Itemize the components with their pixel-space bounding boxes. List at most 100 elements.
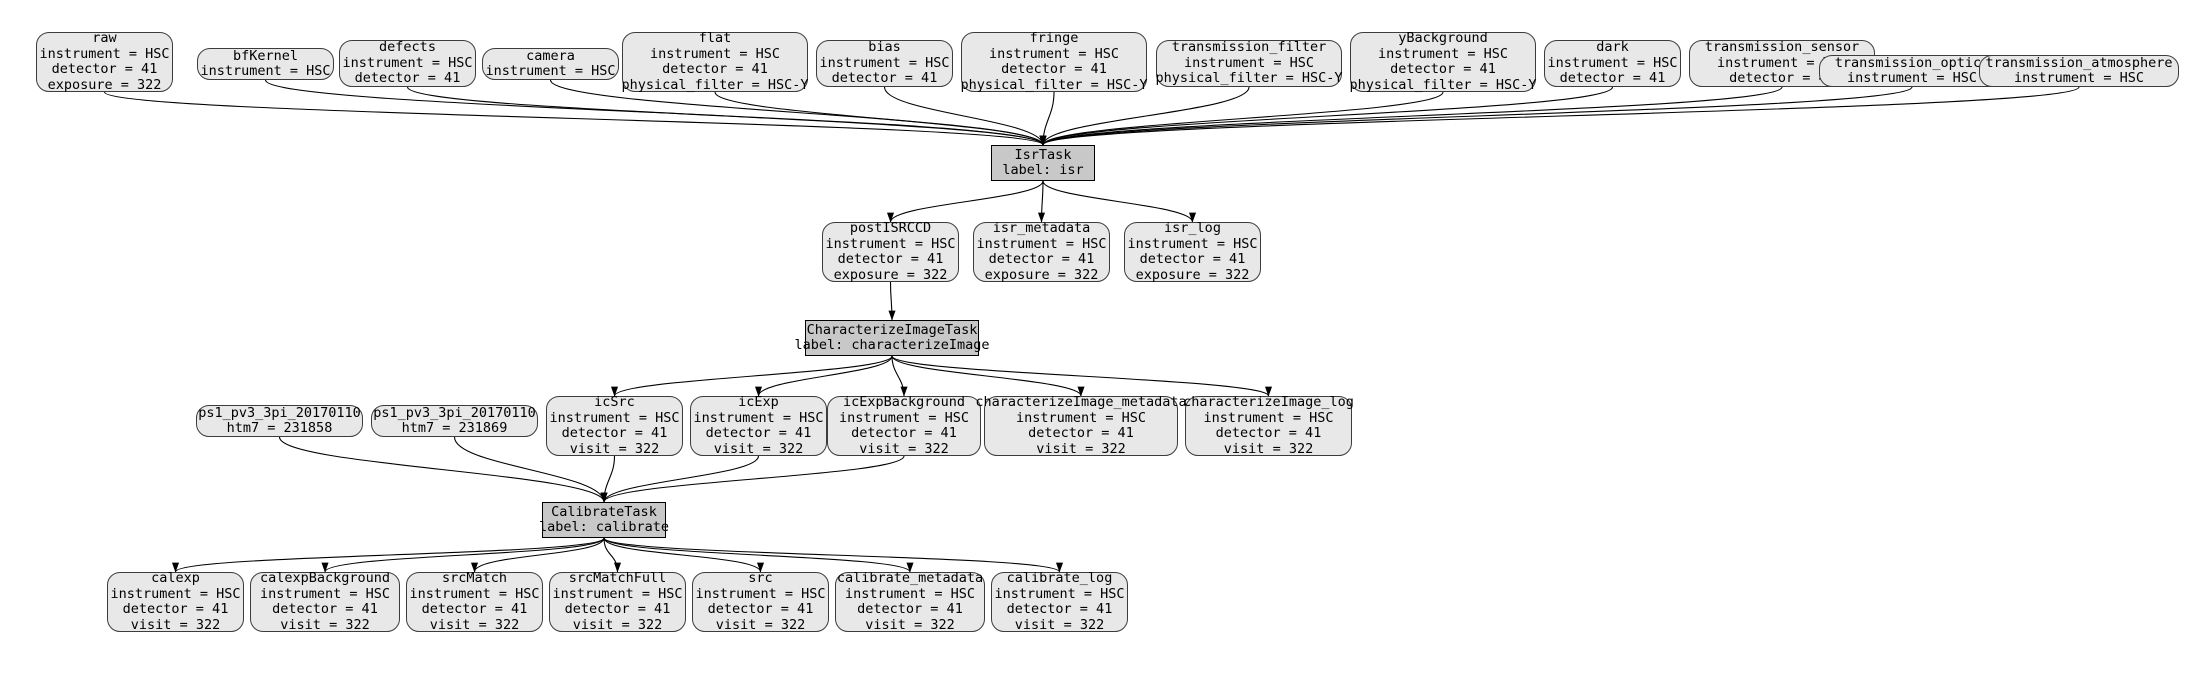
node-attr: exposure = 322 xyxy=(984,266,1099,283)
edge-CharacterizeImageTask-to-icSrc xyxy=(611,355,893,397)
node-attr: detector = 41 xyxy=(857,601,963,617)
node-attr: visit = 322 xyxy=(713,440,804,457)
node-attr: detector = 41 xyxy=(662,61,768,77)
edge-CalibrateTask-to-srcMatch xyxy=(471,537,605,573)
node-attr: instrument = HSC xyxy=(39,45,170,62)
edge-defects-to-IsrTask xyxy=(406,86,1047,146)
node-attr: visit = 322 xyxy=(429,616,520,633)
node-attr: detector = 41 xyxy=(272,601,378,617)
edge-fringe-to-IsrTask xyxy=(1039,91,1055,146)
node-title: CalibrateTask xyxy=(551,503,657,520)
node-title: calexp xyxy=(151,570,200,586)
edge-yBackground-to-IsrTask xyxy=(1039,91,1444,146)
node-attr: detector = 41 xyxy=(1215,425,1322,441)
node-attr: detector = 41 xyxy=(1006,601,1113,617)
node-attr: physical_filter = HSC-Y xyxy=(960,76,1148,93)
node-attr: instrument = HSC xyxy=(693,409,824,426)
node-attr: instrument = HSC xyxy=(1716,54,1848,71)
node-attr: visit = 322 xyxy=(569,440,660,457)
node-attr: instrument = HSC xyxy=(844,585,976,602)
node-title: ps1_pv3_3pi_20170110 xyxy=(373,404,536,421)
node-title: isr_metadata xyxy=(992,220,1091,236)
node-attr: instrument = HSC xyxy=(259,585,391,602)
edge-CalibrateTask-to-srcMatchFull xyxy=(603,537,622,573)
node-attr: detector = 41 xyxy=(988,251,1095,267)
node-attr: instrument = HSC xyxy=(695,585,826,602)
node-attr: visit = 322 xyxy=(865,616,955,633)
node-title: transmission_sensor xyxy=(1704,39,1860,56)
node-title: icExp xyxy=(738,394,779,410)
node-title: ps1_pv3_3pi_20170110 xyxy=(198,404,361,421)
edge-postISRCCD-to-CharacterizeImageTask xyxy=(888,281,896,321)
node-attr: detector = 41 xyxy=(707,601,814,617)
node-attr: detector = 41 xyxy=(51,61,158,77)
node-title: characterizeImage_log xyxy=(1183,394,1354,410)
node-attr: detector = 41 xyxy=(1559,70,1666,87)
node-title: raw xyxy=(92,30,117,46)
edge-transmission_filter-to-IsrTask xyxy=(1039,86,1250,146)
node-attr: htm7 = 231869 xyxy=(401,420,508,436)
edge-IsrTask-to-isr_log xyxy=(1042,180,1196,223)
node-attr: label: calibrate xyxy=(538,519,670,535)
node-attr: instrument = HSC xyxy=(988,45,1120,62)
node-attr: label: isr xyxy=(1002,162,1084,178)
node-title: characterizeImage_metadata xyxy=(975,394,1187,410)
node-title: icSrc xyxy=(594,394,635,410)
node-attr: detector = 41 xyxy=(354,70,461,87)
node-attr: detector = 41 xyxy=(421,601,528,617)
node-title: icExpBackground xyxy=(843,394,965,410)
node-attr: visit = 322 xyxy=(1223,440,1314,457)
node-title: defects xyxy=(379,39,436,56)
edge-CharacterizeImageTask-to-characterizeImage_log xyxy=(891,355,1272,397)
node-title: postISRCCD xyxy=(849,220,932,236)
node-title: calibrate_log xyxy=(1006,570,1113,586)
edge-CalibrateTask-to-calexpBackground xyxy=(321,537,605,573)
node-attr: physical_filter = HSC-Y xyxy=(1349,76,1537,93)
node-title: transmission_atmosphere xyxy=(1985,54,2173,71)
node-attr: instrument = HSC xyxy=(1127,235,1258,252)
edge-IsrTask-to-isr_metadata xyxy=(1037,180,1046,223)
node-attr: label: characterizeImage xyxy=(794,337,990,353)
node-attr: instrument = HSC xyxy=(825,235,956,252)
edge-CalibrateTask-to-calexp xyxy=(172,537,605,573)
edge-icExpBackground-to-CalibrateTask xyxy=(600,455,905,503)
node-attr: visit = 322 xyxy=(715,616,806,633)
edge-IsrTask-to-postISRCCD xyxy=(887,180,1044,223)
node-title: srcMatchFull xyxy=(568,570,667,586)
node-attr: instrument = HSC xyxy=(1203,409,1334,426)
node-title: dark xyxy=(1596,39,1629,56)
